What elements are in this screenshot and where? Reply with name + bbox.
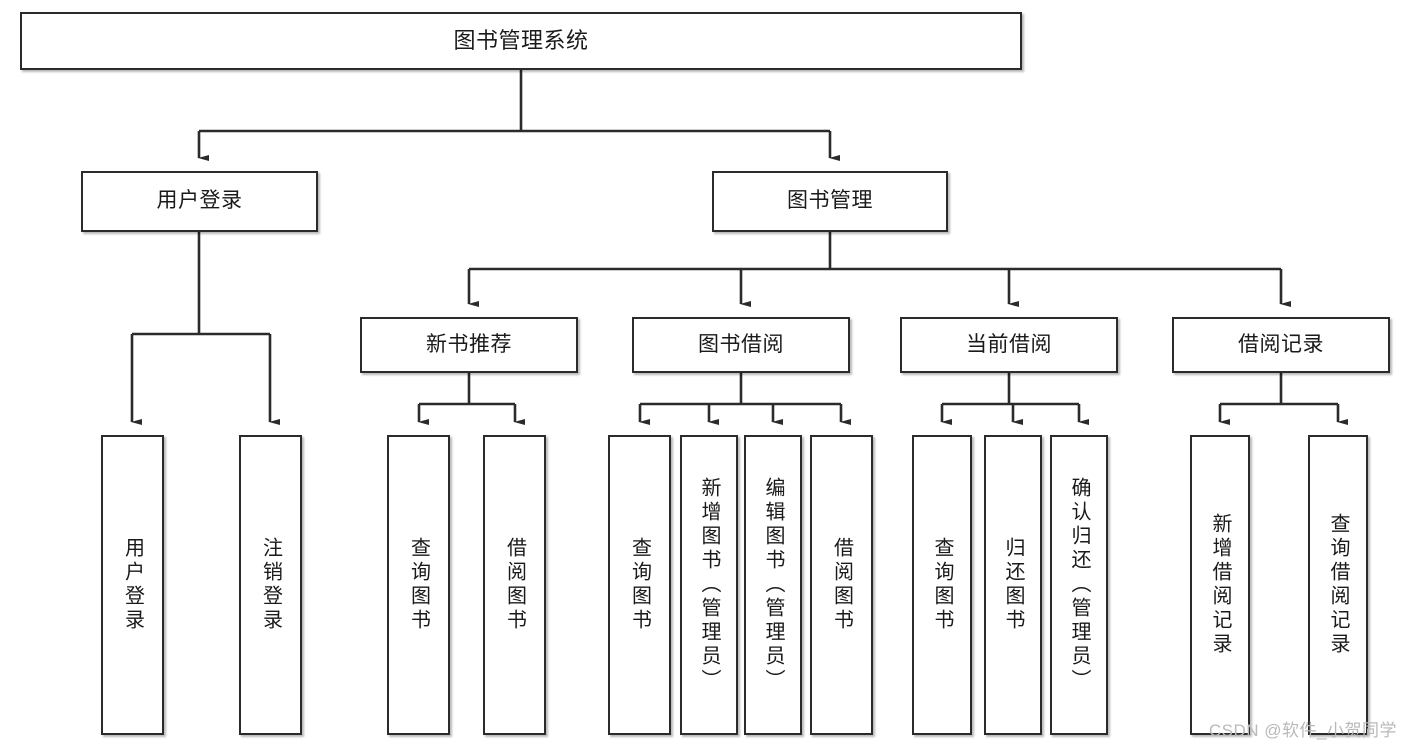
node-current-borrow-label: 当前借阅: [966, 332, 1052, 356]
leaf-query-borrow-record-label: 查询借阅记录: [1327, 513, 1349, 657]
node-borrow-record[interactable]: 借阅记录: [1172, 317, 1390, 373]
leaf-borrow-book-rec[interactable]: 借阅图书: [483, 435, 546, 735]
node-user-login-label: 用户登录: [156, 189, 243, 213]
leaf-return-book-label: 归还图书: [1002, 537, 1024, 633]
leaf-add-borrow-record[interactable]: 新增借阅记录: [1190, 435, 1250, 735]
node-book-borrow[interactable]: 图书借阅: [632, 317, 850, 373]
node-book-management[interactable]: 图书管理: [712, 171, 948, 232]
leaf-edit-book-admin[interactable]: 编辑图书（管理员）: [744, 435, 802, 735]
watermark: CSDN @软件_小贺同学: [1208, 721, 1397, 740]
leaf-user-login-label: 用户登录: [121, 537, 144, 633]
node-root[interactable]: 图书管理系统: [20, 12, 1022, 70]
leaf-logout[interactable]: 注销登录: [239, 435, 302, 735]
leaf-query-book-borrow-label: 查询图书: [628, 537, 651, 633]
node-book-management-label: 图书管理: [787, 189, 873, 213]
leaf-confirm-return-admin-label: 确认归还（管理员）: [1068, 477, 1090, 693]
leaf-query-borrow-record[interactable]: 查询借阅记录: [1308, 435, 1368, 735]
leaf-borrow-book[interactable]: 借阅图书: [810, 435, 873, 735]
node-user-login[interactable]: 用户登录: [81, 171, 318, 232]
node-root-label: 图书管理系统: [453, 28, 589, 54]
leaf-add-book-admin-label: 新增图书（管理员）: [698, 477, 720, 693]
leaf-query-book-borrow[interactable]: 查询图书: [608, 435, 671, 735]
node-new-book-recommend-label: 新书推荐: [426, 332, 512, 356]
leaf-query-book-current[interactable]: 查询图书: [912, 435, 972, 735]
leaf-user-login[interactable]: 用户登录: [101, 435, 164, 735]
node-borrow-record-label: 借阅记录: [1238, 332, 1324, 356]
leaf-add-borrow-record-label: 新增借阅记录: [1209, 513, 1231, 657]
leaf-query-book-rec[interactable]: 查询图书: [387, 435, 450, 735]
node-new-book-recommend[interactable]: 新书推荐: [360, 317, 578, 373]
leaf-add-book-admin[interactable]: 新增图书（管理员）: [680, 435, 738, 735]
leaf-query-book-rec-label: 查询图书: [407, 537, 430, 633]
leaf-edit-book-admin-label: 编辑图书（管理员）: [762, 477, 784, 693]
leaf-return-book[interactable]: 归还图书: [984, 435, 1042, 735]
node-book-borrow-label: 图书借阅: [698, 332, 784, 356]
leaf-borrow-book-label: 借阅图书: [830, 537, 853, 633]
leaf-borrow-book-rec-label: 借阅图书: [503, 537, 526, 633]
leaf-confirm-return-admin[interactable]: 确认归还（管理员）: [1050, 435, 1108, 735]
node-current-borrow[interactable]: 当前借阅: [900, 317, 1118, 373]
leaf-logout-label: 注销登录: [259, 537, 282, 633]
leaf-query-book-current-label: 查询图书: [931, 537, 953, 633]
